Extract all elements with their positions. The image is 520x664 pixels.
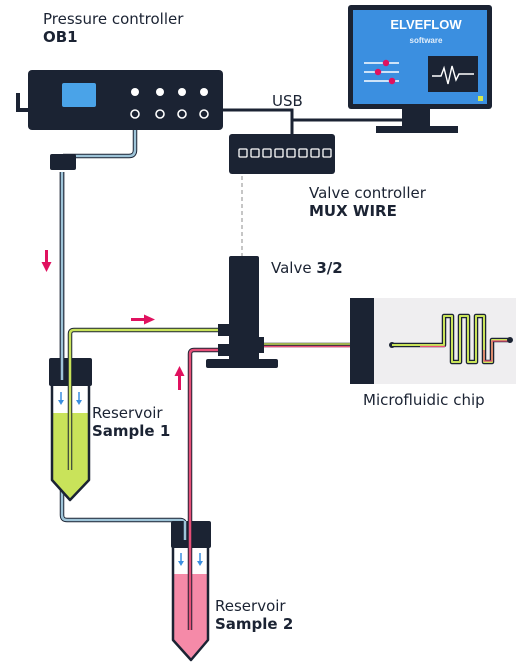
pressure-controller-model: OB1 — [43, 28, 78, 46]
valve-device — [206, 256, 278, 368]
valve-controller-model: MUX WIRE — [309, 202, 397, 220]
arrow-icon — [41, 250, 52, 272]
t-junction — [50, 154, 76, 170]
usb-label: USB — [272, 92, 303, 110]
reservoir2-label: Reservoir Sample 2 — [215, 597, 293, 633]
pressure-controller-title: Pressure controller — [43, 10, 184, 28]
valve-type: 3/2 — [316, 259, 343, 277]
reservoir-sample1 — [49, 358, 92, 502]
microfluidic-chip — [350, 298, 516, 384]
sample1-tubing — [67, 327, 222, 470]
valve-controller-label: Valve controller MUX WIRE — [309, 184, 426, 220]
arrow-icon — [174, 366, 185, 390]
reservoir2-name: Sample 2 — [215, 615, 294, 633]
reservoir1-name: Sample 1 — [92, 422, 171, 440]
chip-label: Microfluidic chip — [363, 391, 485, 409]
computer-monitor: ELVEFLOW software — [348, 5, 492, 133]
software-brand: ELVEFLOW — [390, 17, 462, 32]
down-arrow-icon — [58, 392, 82, 405]
reservoir2-title: Reservoir — [215, 597, 286, 615]
pressure-controller-device — [16, 70, 223, 130]
valve-controller-device — [229, 134, 335, 174]
arrow-icon — [131, 314, 155, 325]
reservoir1-label: Reservoir Sample 1 — [92, 404, 170, 440]
reservoir-sample2 — [171, 521, 211, 662]
slider-icon — [364, 59, 399, 85]
down-arrow-icon — [178, 553, 203, 566]
valve-prefix: Valve — [271, 259, 312, 277]
waveform-icon — [428, 56, 478, 92]
reservoir1-title: Reservoir — [92, 404, 163, 422]
valve-label: Valve 3/2 — [271, 259, 343, 277]
flow-arrows — [41, 250, 185, 390]
pressure-controller-label: Pressure controller OB1 — [43, 10, 183, 46]
valve-controller-title: Valve controller — [309, 184, 426, 202]
sample2-tubing — [187, 347, 222, 630]
software-subtitle: software — [410, 36, 443, 45]
controller-display — [62, 83, 96, 107]
